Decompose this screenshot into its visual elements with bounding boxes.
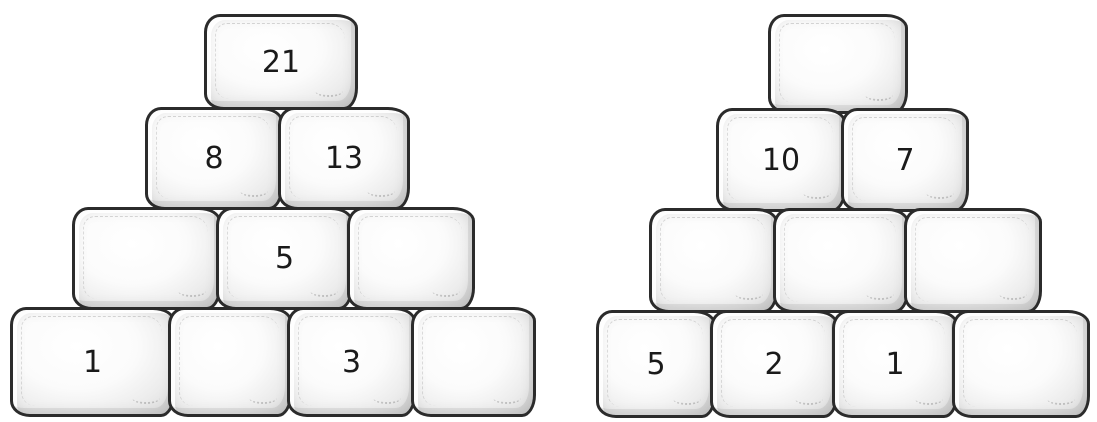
stone-block — [904, 208, 1042, 313]
stone-block: 2 — [710, 310, 838, 418]
stone-number: 5 — [646, 347, 665, 382]
stone-number: 13 — [325, 141, 363, 176]
stone-block — [773, 208, 909, 313]
stone-block — [768, 14, 908, 114]
stone-block: 1 — [832, 310, 958, 418]
stone-block — [952, 310, 1090, 418]
stone-number: 8 — [204, 141, 223, 176]
stone-block: 7 — [841, 108, 969, 212]
stone-number: 3 — [342, 345, 361, 380]
stone-number: 7 — [895, 143, 914, 178]
stone-block — [649, 208, 778, 313]
stone-number: 2 — [764, 347, 783, 382]
stone-number: 21 — [262, 45, 300, 80]
stone-number: 1 — [885, 347, 904, 382]
stone-number: 10 — [762, 143, 800, 178]
stone-block: 10 — [716, 108, 846, 212]
stone-number: 1 — [83, 345, 102, 380]
stone-number: 5 — [275, 241, 294, 276]
stone-block: 5 — [596, 310, 716, 418]
